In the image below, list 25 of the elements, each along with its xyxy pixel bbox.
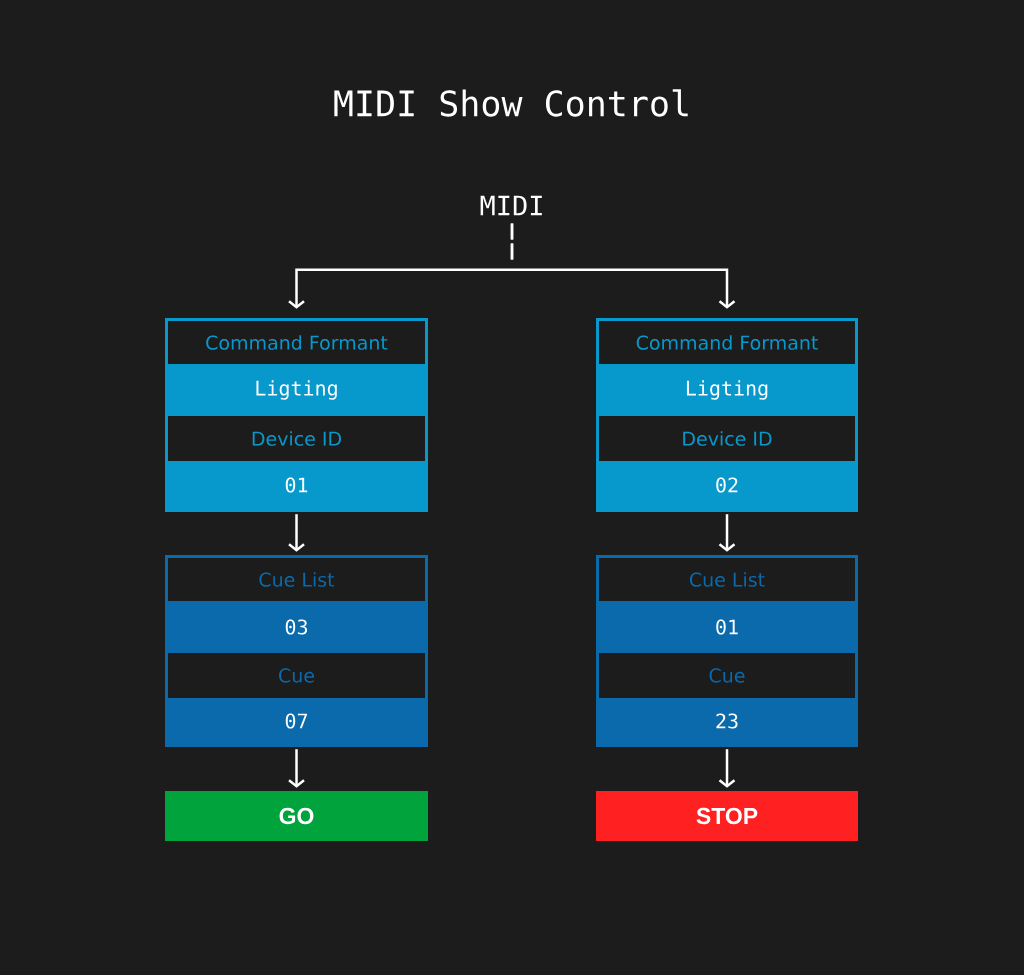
arrow [718,514,736,552]
arrow [718,749,736,788]
field-name-cell: Cue [599,653,855,698]
field-value: 23 [716,713,738,729]
arrow [510,223,736,309]
field-name-cell: Device ID [168,416,425,461]
command-box: GO [165,791,428,841]
title: MIDI Show Control [334,89,688,117]
field-name-cell: Command Formant [599,321,855,364]
field-name-cell: Cue [168,653,425,698]
field-name-cell: Cue List [599,558,855,601]
field-value: Ligting [256,380,337,400]
arrow [288,514,305,552]
command-box: STOP [596,791,858,841]
field-value: Ligting [686,380,768,400]
field-value: 01 [285,477,308,493]
field-name-cell: Command Formant [168,321,425,364]
field-value: 03 [285,619,308,635]
field-value: 07 [285,713,308,729]
field-name-cell: Cue List [168,558,425,601]
field-value: 01 [716,619,738,635]
field-value: 02 [716,477,738,493]
field-name-cell: Device ID [599,416,855,461]
arrow [288,749,305,788]
source-label: MIDI [480,195,542,216]
